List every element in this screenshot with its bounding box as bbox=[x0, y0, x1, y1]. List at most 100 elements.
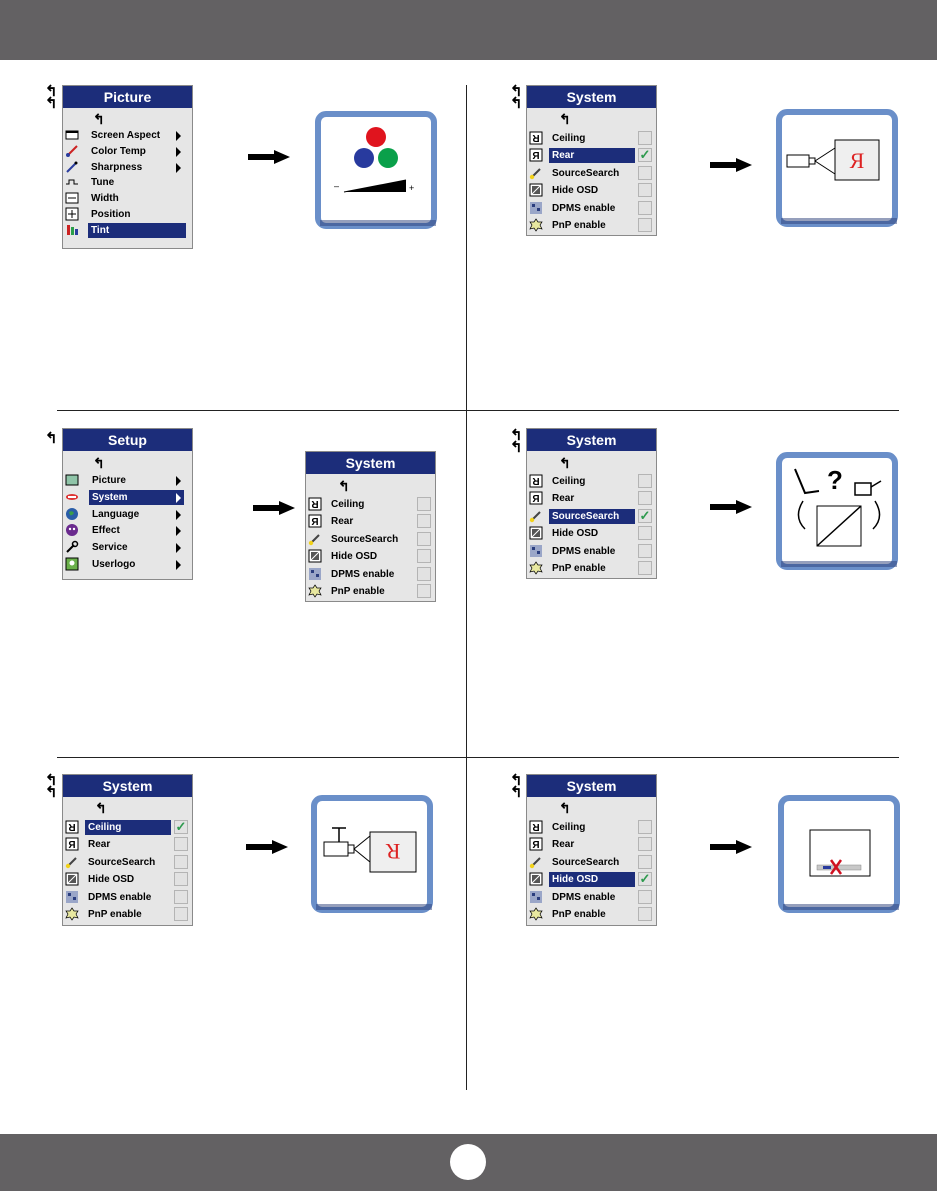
checkbox[interactable] bbox=[417, 584, 431, 598]
menu-item-hide-osd[interactable]: Hide OSD bbox=[63, 872, 192, 887]
checkbox[interactable] bbox=[638, 474, 652, 488]
back-icon[interactable]: ↰↰ bbox=[510, 427, 523, 456]
checkbox[interactable] bbox=[174, 907, 188, 921]
checkbox[interactable] bbox=[638, 907, 652, 921]
menu-item-picture[interactable]: Picture bbox=[63, 473, 192, 488]
menu-item-pnp-enable[interactable]: PnP enable bbox=[527, 907, 656, 922]
menu-item-hide-osd[interactable]: Hide OSD✓ bbox=[527, 871, 656, 888]
menu-item-tune[interactable]: Tune bbox=[63, 175, 192, 190]
menu-item-dpms-enable[interactable]: DPMS enable bbox=[527, 200, 656, 216]
back-icon[interactable]: ↰ bbox=[45, 430, 58, 447]
back-icon[interactable]: ↰ bbox=[93, 111, 105, 127]
checkbox[interactable]: ✓ bbox=[638, 507, 652, 523]
menu-item-label: Rear bbox=[88, 839, 111, 851]
ceiling-icon: R bbox=[529, 131, 543, 145]
checkbox[interactable]: ✓ bbox=[638, 871, 652, 887]
menu-item-hide-osd[interactable]: Hide OSD bbox=[527, 183, 656, 198]
menu-item-service[interactable]: Service bbox=[63, 540, 192, 555]
checkbox[interactable] bbox=[174, 854, 188, 869]
menu-item-hide-osd[interactable]: Hide OSD bbox=[306, 549, 435, 564]
checkbox[interactable] bbox=[638, 526, 652, 541]
checkbox[interactable] bbox=[174, 837, 188, 852]
checkbox[interactable] bbox=[417, 531, 431, 546]
back-icon[interactable]: ↰ bbox=[93, 455, 105, 471]
checkbox[interactable] bbox=[638, 131, 652, 145]
checkbox[interactable] bbox=[638, 543, 652, 558]
menu-item-sourcesearch[interactable]: SourceSearch✓ bbox=[527, 507, 656, 524]
checkbox[interactable] bbox=[638, 854, 652, 869]
svg-text:Я: Я bbox=[532, 840, 539, 851]
menu-item-pnp-enable[interactable]: PnP enable bbox=[63, 907, 192, 922]
checkbox[interactable] bbox=[638, 200, 652, 215]
checkbox[interactable]: ✓ bbox=[174, 819, 188, 834]
menu-item-system[interactable]: System bbox=[63, 489, 192, 505]
back-icon[interactable]: ↰↰ bbox=[45, 772, 58, 801]
menu-item-sourcesearch[interactable]: SourceSearch bbox=[527, 165, 656, 181]
checkbox[interactable] bbox=[638, 561, 652, 575]
checkbox[interactable] bbox=[638, 218, 652, 232]
menu-item-tint[interactable]: Tint bbox=[63, 222, 192, 238]
back-icon[interactable]: ↰ bbox=[338, 478, 350, 494]
blue-dot-icon bbox=[354, 148, 374, 168]
checkbox[interactable] bbox=[638, 837, 652, 852]
menu-item-language[interactable]: Language bbox=[63, 507, 192, 522]
back-icon[interactable]: ↰ bbox=[559, 800, 571, 816]
checkbox[interactable] bbox=[174, 872, 188, 887]
checkbox[interactable] bbox=[638, 491, 652, 506]
checkbox[interactable] bbox=[417, 566, 431, 581]
menu-item-width[interactable]: Width bbox=[63, 191, 192, 206]
checkbox[interactable] bbox=[417, 497, 431, 511]
menu-item-pnp-enable[interactable]: PnP enable bbox=[527, 218, 656, 233]
checkbox[interactable] bbox=[174, 889, 188, 904]
checkbox[interactable] bbox=[638, 889, 652, 904]
back-icon[interactable]: ↰↰ bbox=[510, 83, 523, 112]
checkbox[interactable]: ✓ bbox=[638, 147, 652, 163]
menu-item-dpms-enable[interactable]: DPMS enable bbox=[527, 543, 656, 559]
svg-text:R: R bbox=[385, 839, 400, 864]
dpms-icon bbox=[529, 201, 543, 215]
menu-item-hide-osd[interactable]: Hide OSD bbox=[527, 526, 656, 541]
back-icon[interactable]: ↰ bbox=[559, 111, 571, 127]
back-icon[interactable]: ↰↰ bbox=[45, 83, 58, 112]
menu-title: Setup bbox=[63, 429, 192, 451]
sourcesearch-icon bbox=[65, 855, 79, 869]
back-icon[interactable]: ↰ bbox=[559, 455, 571, 471]
menu-item-sourcesearch[interactable]: SourceSearch bbox=[63, 854, 192, 870]
menu-item-dpms-enable[interactable]: DPMS enable bbox=[527, 889, 656, 905]
menu-item-effect[interactable]: Effect bbox=[63, 523, 192, 538]
dpms-icon bbox=[308, 567, 322, 581]
svg-text:Я: Я bbox=[532, 494, 539, 505]
checkbox[interactable] bbox=[417, 549, 431, 564]
checkbox[interactable] bbox=[417, 514, 431, 529]
menu-item-pnp-enable[interactable]: PnP enable bbox=[527, 561, 656, 576]
menu-item-sourcesearch[interactable]: SourceSearch bbox=[527, 854, 656, 870]
menu-item-color-temp[interactable]: Color Temp bbox=[63, 144, 192, 159]
menu-item-pnp-enable[interactable]: PnP enable bbox=[306, 584, 435, 599]
menu-item-sourcesearch[interactable]: SourceSearch bbox=[306, 531, 435, 547]
source-search-illustration: ? bbox=[776, 452, 898, 570]
back-icon[interactable]: ↰↰ bbox=[510, 772, 523, 801]
menu-item-sharpness[interactable]: Sharpness bbox=[63, 160, 192, 175]
checkbox[interactable] bbox=[638, 165, 652, 180]
menu-item-label: DPMS enable bbox=[552, 891, 616, 903]
menu-item-userlogo[interactable]: Userlogo bbox=[63, 557, 192, 572]
menu-item-position[interactable]: Position bbox=[63, 207, 192, 222]
menu-item-screen-aspect[interactable]: Screen Aspect bbox=[63, 128, 192, 143]
back-icon[interactable]: ↰ bbox=[95, 800, 107, 816]
checkbox[interactable] bbox=[638, 183, 652, 198]
menu-item-dpms-enable[interactable]: DPMS enable bbox=[63, 889, 192, 905]
checkbox[interactable] bbox=[638, 820, 652, 834]
menu-item-dpms-enable[interactable]: DPMS enable bbox=[306, 566, 435, 582]
